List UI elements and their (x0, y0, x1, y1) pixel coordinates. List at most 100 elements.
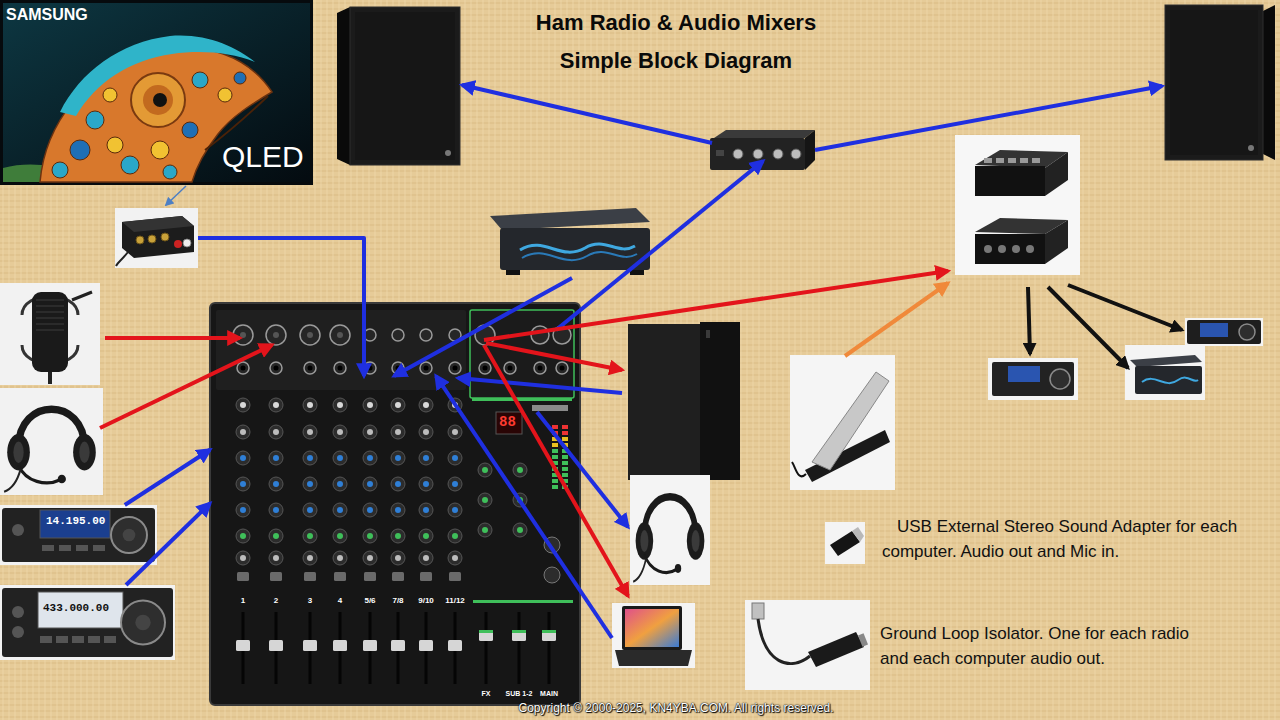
audio-mixer-illustration-part (333, 529, 347, 543)
headset-illustration-part (633, 497, 704, 582)
audio-mixer-illustration-part (269, 503, 283, 517)
hf-radio-illustration-part (2, 508, 155, 562)
antenna-switch-illustration-part (984, 245, 992, 253)
audio-mixer-illustration-part (419, 503, 433, 517)
vhf-uhf-radio-illustration-part (72, 636, 84, 643)
audio-mixer-illustration-part (308, 366, 313, 371)
antenna-switch-illustration-part (955, 135, 1080, 275)
audio-mixer-illustration-part (333, 640, 347, 651)
audio-mixer-illustration-part (473, 600, 573, 603)
bus-label: MAIN (540, 690, 558, 698)
radio-illustration-part (1239, 324, 1255, 340)
vhf-uhf-radio-illustration-part (2, 588, 173, 657)
audio-mixer-illustration-part (236, 477, 250, 491)
sdr-radio-illustration-part (1125, 345, 1205, 400)
ground-loop-isolator-illustration-part (808, 632, 864, 667)
signal-arrow (845, 283, 948, 356)
audio-mixer-illustration-part (273, 429, 279, 435)
desktop-computer-illustration-part (700, 322, 740, 480)
note-text: USB External Stereo Sound Adapter for ea… (882, 514, 1242, 564)
foot-switch-illustration-part (792, 462, 806, 476)
audio-mixer-illustration-part (337, 481, 343, 487)
signal-connector (125, 450, 210, 505)
audio-mixer-illustration-part (307, 555, 313, 561)
audio-mixer-illustration-part (273, 533, 279, 539)
audio-mixer-illustration-part (391, 451, 405, 465)
audio-mixer-illustration-part (449, 362, 461, 374)
audio-mixer-illustration-part (334, 362, 346, 374)
audio-mixer-illustration-part (420, 329, 432, 341)
audio-mixer-illustration-part (367, 402, 373, 408)
signal-arrow (462, 85, 712, 143)
vhf-uhf-radio-illustration (0, 585, 175, 660)
audio-mixer-illustration-part (363, 503, 377, 517)
audio-mixer-illustration-part (364, 572, 376, 581)
audio-mixer-illustration-part (337, 429, 343, 435)
antenna-switch-illustration-part (1020, 158, 1028, 163)
audio-mixer: 12345/67/89/1011/1288FXSUB 1-2MAIN (210, 303, 580, 705)
audio-mixer-illustration-part (337, 555, 343, 561)
audio-mixer-illustration-part (518, 612, 521, 684)
audio-mixer-illustration-part (269, 551, 283, 565)
audio-mixer-illustration-part (269, 451, 283, 465)
audio-mixer-illustration-part (419, 529, 433, 543)
audio-mixer-illustration-part (544, 567, 560, 583)
audio-mixer-illustration-part (562, 461, 568, 465)
audio-mixer-illustration-part (424, 366, 429, 371)
audio-mixer-illustration-part (448, 529, 462, 543)
vhf-uhf-radio-illustration-part (88, 636, 100, 643)
tv-illustration-part (218, 88, 232, 102)
audio-mixer-illustration-part (391, 529, 405, 543)
tv-screen: SAMSUNGQLED (0, 0, 313, 185)
audio-mixer-illustration-part (395, 455, 401, 461)
audio-mixer-illustration-part (482, 527, 488, 533)
antenna-switch-illustration-part (998, 245, 1006, 253)
sdr-radio-illustration-part (630, 270, 644, 275)
headset-illustration-part (640, 530, 648, 552)
audio-mixer-illustration-part (552, 443, 558, 447)
microphone-illustration-part (0, 283, 100, 385)
audio-mixer-illustration-part (233, 325, 253, 345)
radio-illustration-part (1200, 323, 1228, 337)
antenna-switch-illustration (955, 135, 1080, 275)
foot-switch-illustration-part (812, 372, 889, 470)
audio-mixer-illustration-part (548, 612, 551, 684)
signal-arrow (484, 271, 948, 340)
audio-mixer-illustration-part (542, 630, 556, 633)
audio-mixer-illustration-part (240, 555, 246, 561)
audio-mixer-illustration-part (420, 572, 432, 581)
audio-mixer-illustration-part (562, 425, 568, 429)
vhf-uhf-radio-illustration-part (38, 592, 123, 628)
audio-mixer-illustration-part (303, 529, 317, 543)
audio-mixer-illustration-part (240, 507, 246, 513)
headset-illustration-part (13, 442, 23, 463)
audio-mixer-illustration-part (269, 640, 283, 651)
dac-converter-illustration-part (122, 216, 194, 258)
vhf-uhf-radio-illustration-part (40, 636, 52, 643)
audio-mixer-illustration-part (552, 485, 558, 489)
audio-mixer-illustration-part (452, 455, 458, 461)
audio-mixer-illustration-part (334, 572, 346, 581)
bus-label: FX (482, 690, 491, 698)
headset-illustration-part (675, 564, 681, 573)
sdr-radio-illustration-part (490, 208, 650, 230)
signal-arrow (198, 238, 364, 376)
sdr-radio-illustration-part (520, 244, 635, 252)
ground-loop-isolator-illustration-part (745, 600, 870, 690)
foot-switch-illustration-part (790, 355, 895, 490)
audio-mixer-illustration-part (552, 455, 558, 459)
audio-mixer-illustration-part (240, 402, 246, 408)
audio-mixer-illustration-part (448, 451, 462, 465)
vhf-uhf-radio-illustration-part (12, 606, 24, 618)
audio-mixer-illustration-part (307, 332, 313, 338)
dac-converter-illustration-part (136, 236, 144, 244)
audio-mixer-illustration-part (269, 529, 283, 543)
antenna-switch-illustration-part (1032, 158, 1040, 163)
audio-mixer-illustration-part (448, 477, 462, 491)
signal-arrow (537, 412, 628, 527)
desktop-computer-illustration-part (706, 330, 710, 338)
